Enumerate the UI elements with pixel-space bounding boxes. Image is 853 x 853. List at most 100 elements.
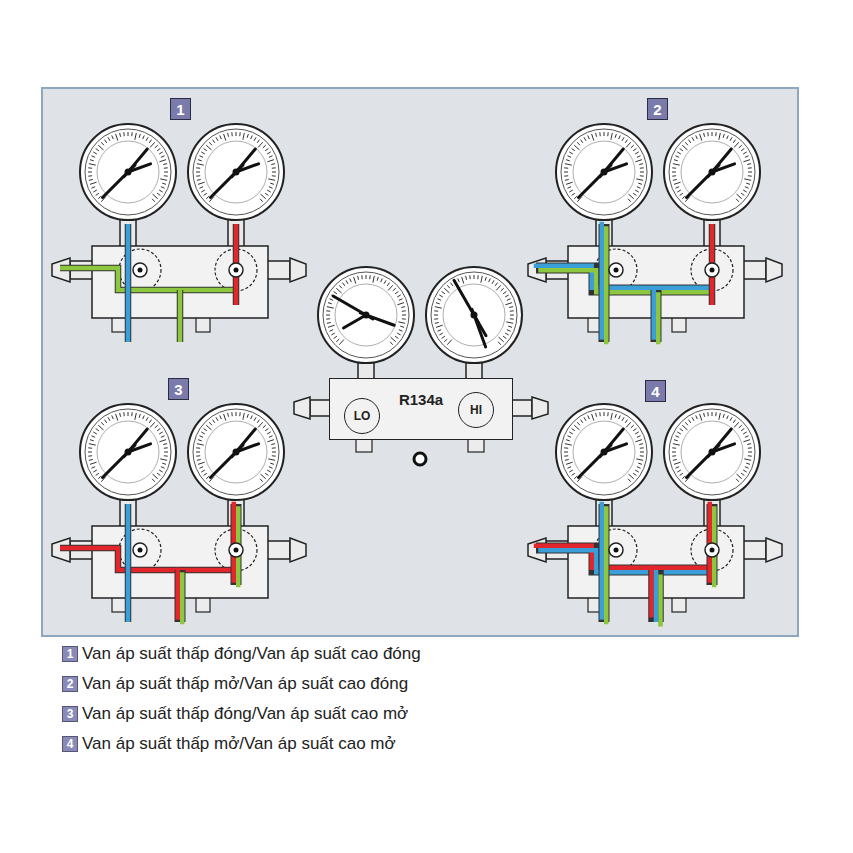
gauge-tick xyxy=(746,463,750,464)
gauge-tick xyxy=(161,467,165,469)
gauge-tick xyxy=(399,330,403,332)
gauge-tick xyxy=(366,275,367,279)
gauge-tick xyxy=(437,330,441,332)
gauge-hub xyxy=(471,312,478,319)
gauge-tick xyxy=(199,467,203,469)
gauge-face xyxy=(431,272,517,358)
gauge-tick xyxy=(622,417,624,420)
gauge-tick xyxy=(574,145,579,150)
gauge-tick xyxy=(673,179,677,181)
gauge-tick xyxy=(637,436,641,438)
gauge-hub xyxy=(125,449,132,456)
gauge-tick xyxy=(373,276,374,283)
gauge-tick xyxy=(680,473,683,475)
gauge-tick xyxy=(639,443,643,445)
gauge-tick xyxy=(157,193,160,195)
gauge-tick xyxy=(719,413,720,420)
gauge-tick xyxy=(224,414,226,421)
gauge-tick xyxy=(139,134,140,138)
gauge-tick xyxy=(615,134,616,138)
gauge-tick xyxy=(336,339,339,342)
gauge-scale xyxy=(205,421,267,483)
hose-fitting xyxy=(742,261,766,279)
gauge-tick xyxy=(715,132,716,136)
gauge-tick xyxy=(611,133,612,140)
gauge-needle xyxy=(232,149,255,177)
gauge-tick xyxy=(116,134,118,141)
gauge-tick xyxy=(638,183,642,184)
gauge-tick xyxy=(604,132,605,136)
gauge-tick xyxy=(261,194,266,199)
gauge-tick xyxy=(685,142,688,145)
gauge-tick xyxy=(607,412,608,416)
pipe-flow xyxy=(656,292,661,344)
valve-seat xyxy=(609,543,623,557)
gauge-tick xyxy=(163,443,167,445)
gauge-tick xyxy=(572,428,575,430)
legend-row: 1Van áp suất thấp đóng/Van áp suất cao đ… xyxy=(62,644,421,664)
gauge-tick xyxy=(672,455,676,456)
gauge-tick xyxy=(339,340,344,345)
gauge-tick xyxy=(164,455,168,456)
gauge-tick xyxy=(640,452,644,453)
gauge-tick xyxy=(91,187,95,189)
gauge-tick xyxy=(196,167,200,168)
gauge-tick xyxy=(734,422,739,427)
gauge-tick xyxy=(391,337,396,342)
gauge-tick xyxy=(625,420,627,423)
gauge-tick xyxy=(595,413,597,417)
gauge-tick xyxy=(496,285,501,290)
gauge-tick xyxy=(572,193,575,195)
gauge-tick xyxy=(204,473,207,475)
gauge-tick xyxy=(88,452,92,453)
gauge-tick xyxy=(209,142,212,145)
gauge-tick xyxy=(159,160,166,162)
gauge-tick xyxy=(481,276,482,283)
gauge-tick xyxy=(748,452,752,453)
gauge-face xyxy=(323,272,409,358)
gauge-tick xyxy=(743,470,746,472)
valve-seat xyxy=(229,543,243,557)
gauge-needle xyxy=(211,165,244,198)
gauge-tick xyxy=(745,436,749,438)
gauge-tick xyxy=(703,413,705,417)
node-text: LO xyxy=(354,410,371,422)
gauge-tick xyxy=(128,132,129,136)
gauge-tick xyxy=(269,467,273,469)
gauge-tick xyxy=(680,193,683,195)
gauge-tick xyxy=(745,187,749,189)
gauge-tick xyxy=(436,303,440,304)
gauge-hub xyxy=(233,169,240,176)
gauge-tick xyxy=(272,167,276,168)
gauge-tick xyxy=(272,452,276,453)
gauge-tick xyxy=(160,179,167,180)
gauge-tick xyxy=(89,179,93,181)
gauge-tick xyxy=(715,412,716,416)
gauge-tick xyxy=(198,182,205,184)
legend-swatch: 3 xyxy=(62,706,78,722)
gauge-tick xyxy=(135,413,136,420)
gauge-tick xyxy=(507,299,511,301)
gauge-tick xyxy=(499,337,504,342)
gauge-scale xyxy=(97,421,159,483)
gauge-tick xyxy=(271,443,275,445)
gauge-tick xyxy=(675,436,679,438)
gauge-bezel xyxy=(664,124,760,220)
gauge-tick xyxy=(397,295,400,297)
gauge-tick xyxy=(566,182,573,184)
gauge-tick xyxy=(198,462,205,464)
gauge-tick xyxy=(206,196,209,199)
gauge-hub xyxy=(709,449,716,456)
callout-number: 1 xyxy=(170,98,191,120)
gauge-tick xyxy=(258,142,263,147)
gauge-tick xyxy=(369,275,370,279)
valve-stem xyxy=(234,548,239,553)
gauge-tick xyxy=(447,340,452,345)
gauge-tick xyxy=(692,417,694,420)
gauge-needle xyxy=(103,165,136,198)
gauge-tick xyxy=(633,148,636,150)
gauge-tick xyxy=(741,148,744,150)
gauge-needle xyxy=(343,315,366,328)
gauge-tick xyxy=(680,428,683,430)
gauge-tick xyxy=(267,152,270,154)
